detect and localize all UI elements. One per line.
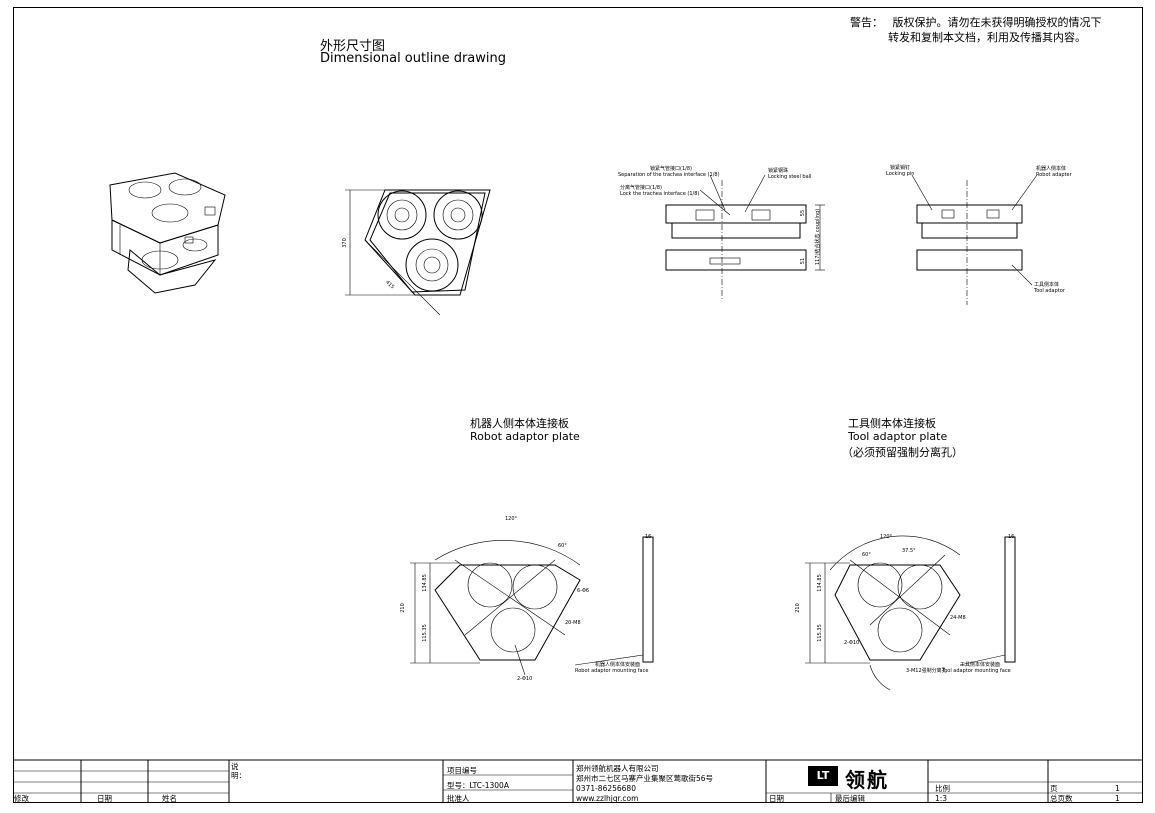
sv2-label-b-en: Robot adapter bbox=[1036, 172, 1072, 178]
robot-plate-hole-a: 6-Φ6 bbox=[577, 588, 590, 594]
tool-plate-dim-lower: 115.35 bbox=[816, 624, 823, 642]
robot-plate-dim-upper: 134.85 bbox=[421, 574, 428, 592]
outline-title-en: Dimensional outline drawing bbox=[320, 51, 506, 66]
scale-value: 1:3 bbox=[935, 794, 948, 803]
top-view bbox=[345, 189, 491, 316]
sv2-label-b-cn: 机器人侧本体 bbox=[1036, 166, 1067, 172]
sv1-label-a-en: Separation of the trachea interface (1/8… bbox=[618, 172, 720, 178]
sv1-label-c-en: Locking steel ball bbox=[768, 174, 812, 180]
date2-label: 日期 bbox=[769, 794, 784, 803]
tool-plate-drawing bbox=[805, 535, 1016, 691]
robot-plate-thickness: 16 bbox=[645, 534, 652, 540]
tool-plate-hole-b: 2-Φ10 bbox=[844, 640, 860, 646]
sv1-label-a-cn: 锁紧气管接口(1/8) bbox=[650, 166, 692, 172]
sv1-label-c-cn: 锁紧钢珠 bbox=[768, 168, 789, 174]
page-label: 页 bbox=[1050, 784, 1058, 793]
sv2-label-a-en: Locking pin bbox=[886, 171, 915, 177]
robot-plate-hole-c: 2-Φ10 bbox=[517, 676, 533, 682]
sv2-label-c-cn: 工具侧本体 bbox=[1034, 282, 1060, 288]
robot-plate-face-en: Robot adaptor mounting face bbox=[575, 668, 649, 674]
side-view-2 bbox=[911, 174, 1038, 305]
logo-text: 领航 bbox=[845, 768, 889, 792]
scale-label: 比例 bbox=[935, 784, 950, 793]
robot-plate-angle-b: 60° bbox=[558, 543, 567, 549]
tool-plate-hole-a: 24-M8 bbox=[950, 615, 966, 621]
sv1-dim-b: 51 bbox=[800, 257, 807, 265]
sv1-dim-right: 117(结合状态 coupling) bbox=[815, 208, 822, 266]
logo-mark: LT bbox=[808, 766, 838, 786]
tool-plate-dim-upper: 134.85 bbox=[816, 574, 823, 592]
note-label-2: 明： bbox=[231, 771, 246, 780]
company-name: 郑州领航机器人有限公司 bbox=[576, 764, 659, 773]
title-block-grid bbox=[13, 759, 1143, 803]
tool-plate-hole-c: 3-M12强制分离孔 bbox=[906, 668, 947, 674]
robot-plate-drawing bbox=[410, 536, 654, 676]
tool-plate-angle: 120° bbox=[880, 534, 893, 540]
sv1-label-b-en: Lock the trachea interface (1/8) bbox=[620, 191, 700, 197]
company-address: 郑州市二七区马寨产业集聚区莺歌街56号 bbox=[576, 774, 714, 783]
side-view-1 bbox=[665, 174, 825, 300]
warning-line-1: 版权保护。请勿在未获得明确授权的情况下 bbox=[892, 16, 1102, 29]
drawing-frame bbox=[13, 7, 1143, 803]
robot-plate-hole-b: 20-M8 bbox=[565, 620, 581, 626]
isometric-view bbox=[109, 172, 226, 294]
sv2-label-c-en: Tool adaptor bbox=[1034, 288, 1065, 294]
warning-label: 警告： bbox=[850, 16, 883, 29]
robot-plate-title-en: Robot adaptor plate bbox=[470, 430, 580, 443]
note-label-1: 说 bbox=[231, 762, 239, 771]
page-value: 1 bbox=[1115, 784, 1120, 793]
company-phone: 0371-86256680 bbox=[576, 784, 636, 793]
sv2-label-a-cn: 锁紧销钉 bbox=[890, 165, 911, 171]
tool-plate-face-en: Tool adaptor mounting face bbox=[942, 668, 1011, 674]
outline-title-cn: 外形尺寸图 bbox=[320, 39, 386, 54]
tool-plate-thickness: 16 bbox=[1008, 534, 1015, 540]
outline-dim-height: 370 bbox=[341, 238, 348, 248]
tool-plate-title-en: Tool adaptor plate bbox=[848, 430, 948, 443]
tool-plate-dim-total: 210 bbox=[794, 603, 801, 613]
sv1-dim-a: 55 bbox=[800, 209, 807, 217]
project-label: 项目编号 bbox=[447, 766, 477, 775]
approver-label: 批准人 bbox=[447, 794, 470, 803]
tool-plate-angle-b: 60° bbox=[862, 552, 871, 558]
sv1-label-b-cn: 分离气管接口(1/8) bbox=[620, 185, 662, 191]
tool-plate-angle-c: 37.5° bbox=[902, 548, 916, 554]
robot-plate-dim-total: 210 bbox=[399, 603, 406, 613]
total-label: 总页数 bbox=[1050, 794, 1073, 803]
robot-plate-dim-lower: 115.35 bbox=[421, 624, 428, 642]
tool-plate-note: （必须预留强制分离孔） bbox=[842, 446, 963, 459]
robot-plate-face-cn: 机器人侧本体安装面 bbox=[595, 662, 641, 668]
last-edit-label: 最后编辑 bbox=[835, 794, 865, 803]
total-value: 1 bbox=[1115, 794, 1120, 803]
tool-plate-face-cn: 工具侧本体安装面 bbox=[960, 662, 1001, 668]
model-value: 型号：LTC-1300A bbox=[447, 781, 509, 790]
name-label: 姓名 bbox=[162, 794, 177, 803]
company-website: www.zzlhjqr.com bbox=[576, 794, 639, 803]
date-label: 日期 bbox=[97, 794, 112, 803]
copyright-warning: 警告： 版权保护。请勿在未获得明确授权的情况下 bbox=[850, 15, 1102, 30]
warning-line-2: 转发和复制本文档，利用及传播其内容。 bbox=[888, 31, 1086, 44]
tool-plate-title-cn: 工具侧本体连接板 bbox=[848, 417, 936, 430]
rev-label: 修改 bbox=[14, 794, 29, 803]
robot-plate-angle: 120° bbox=[505, 516, 518, 522]
robot-plate-title-cn: 机器人侧本体连接板 bbox=[470, 417, 569, 430]
